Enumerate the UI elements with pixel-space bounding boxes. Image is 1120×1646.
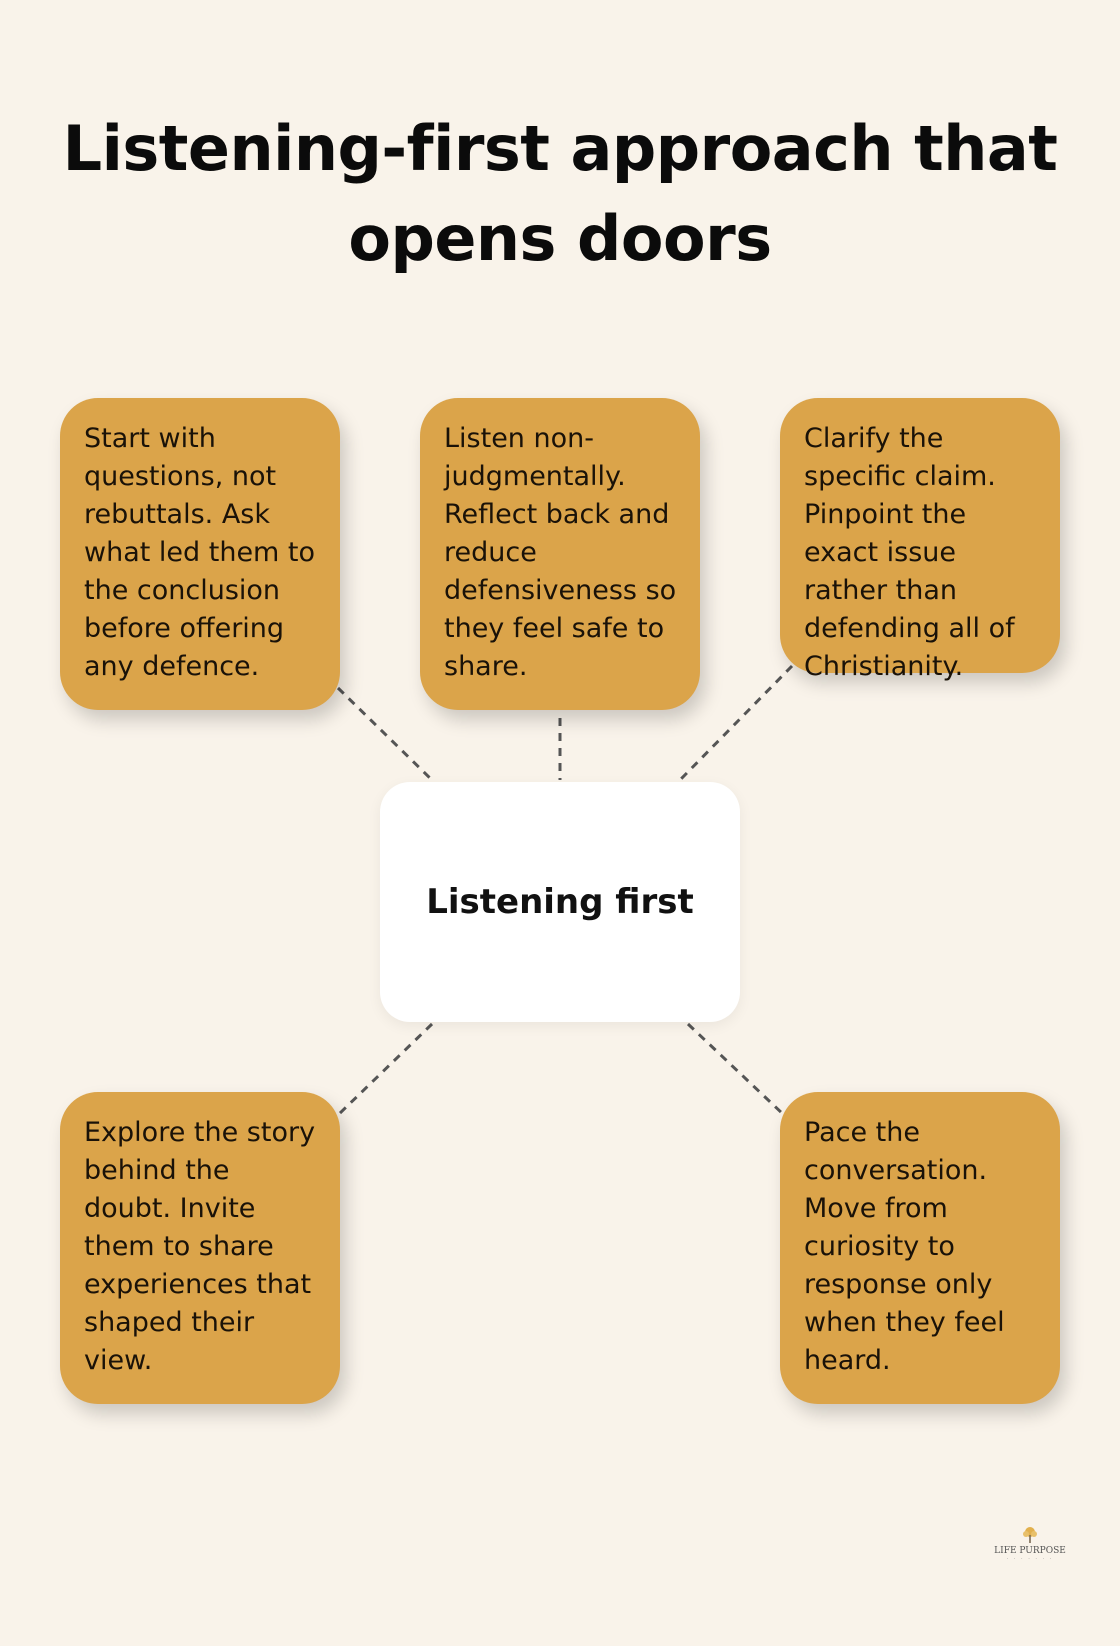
tip-card-text: Start with questions, not rebuttals. Ask… <box>84 423 316 682</box>
tip-card-pace: Pace the conversation. Move from curiosi… <box>780 1092 1060 1404</box>
logo-subtitle: · · · · · · · <box>1006 1556 1054 1562</box>
center-node: Listening first <box>380 782 740 1022</box>
connector-card-1 <box>336 686 434 782</box>
center-label: Listening first <box>426 882 694 922</box>
logo-name: LIFE PURPOSE <box>994 1546 1066 1556</box>
connector-card-3 <box>678 664 794 782</box>
connector-card-4 <box>336 1022 434 1117</box>
tip-card-clarify: Clarify the specific claim. Pinpoint the… <box>780 398 1060 682</box>
tip-card-story: Explore the story behind the doubt. Invi… <box>60 1092 340 1404</box>
tip-card-text: Listen non-judgmentally. Reflect back an… <box>444 423 677 682</box>
tree-icon <box>1023 1527 1037 1543</box>
connector-card-5 <box>686 1022 786 1117</box>
brand-logo: LIFE PURPOSE · · · · · · · <box>980 1526 1080 1562</box>
tip-card-listen: Listen non-judgmentally. Reflect back an… <box>420 398 700 710</box>
tip-card-text: Explore the story behind the doubt. Invi… <box>84 1117 316 1376</box>
tip-card-text: Pace the conversation. Move from curiosi… <box>804 1117 1005 1376</box>
tip-card-questions: Start with questions, not rebuttals. Ask… <box>60 398 340 710</box>
tip-card-text: Clarify the specific claim. Pinpoint the… <box>804 423 1015 682</box>
page-title: Listening-first approach that opens door… <box>62 112 1058 275</box>
